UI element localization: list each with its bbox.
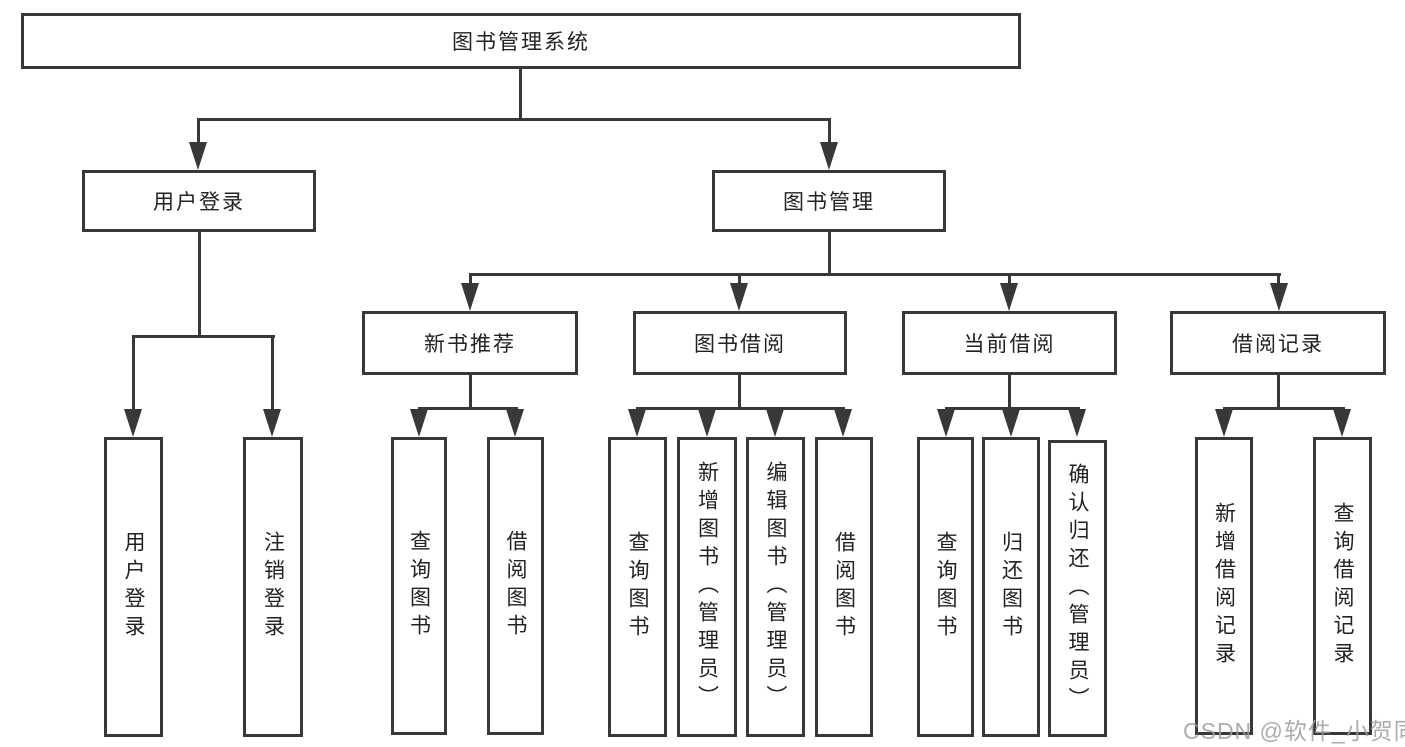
connector-current-borrow-drop [1008,273,1011,287]
arrow-to-leaf-logout [263,409,281,437]
connector-book-management-drop [828,118,831,148]
arrow-to-rec-borrow-books [506,409,524,437]
connector-user-login-rail [132,335,275,338]
node-leaf-br-query-record: 查询借阅记录 [1313,437,1372,735]
node-book-management: 图书管理 [712,170,946,232]
csdn-watermark: CSDN @软件_小贺同学 [1183,718,1405,744]
node-borrow-records: 借阅记录 [1170,311,1386,375]
connector-book-management-stub [828,232,831,276]
connector-borrow-records-drop [1277,273,1280,287]
arrow-to-bb-query-books [628,409,646,437]
connector-leaf-user-login-drop [132,335,135,413]
connector-borrow-records-rail [1223,407,1345,410]
connector-borrow-records-stub [1277,375,1280,410]
connector-leaf-logout-drop [271,335,274,413]
node-leaf-bb-borrow-books: 借阅图书 [815,437,873,737]
node-leaf-rec-borrow-books: 借阅图书 [487,437,544,735]
node-user-login: 用户登录 [82,170,316,232]
arrow-to-br-query-record [1333,409,1351,437]
node-leaf-br-add-record: 新增借阅记录 [1195,437,1253,735]
arrow-to-bb-add-books [698,409,716,437]
node-leaf-rec-query-books: 查询图书 [391,437,447,735]
node-leaf-user-login: 用户登录 [104,437,163,737]
arrow-to-leaf-user-login [124,409,142,437]
arrow-to-borrow-records [1270,283,1288,311]
node-leaf-bb-add-books-admin: 新增图书（管理员） [677,437,737,737]
arrow-to-br-add-record [1215,409,1233,437]
node-library-management-system: 图书管理系统 [21,13,1021,69]
arrow-to-cb-query-books [937,409,955,437]
arrow-to-book-borrow [730,283,748,311]
arrow-to-rec-query-books [410,409,428,437]
node-current-borrow: 当前借阅 [902,311,1117,375]
connector-current-borrow-rail [945,407,1080,410]
arrow-to-cb-confirm-return [1068,409,1086,437]
arrow-to-user-login [189,142,207,170]
connector-new-book-drop [469,273,472,287]
arrow-to-bb-edit-books [766,409,784,437]
connector-user-login-drop [197,118,200,148]
node-new-book-recommend: 新书推荐 [362,311,578,375]
connector-new-book-rail [418,407,518,410]
node-leaf-bb-query-books: 查询图书 [608,437,667,737]
arrow-to-current-borrow [1000,283,1018,311]
connector-level3-rail [469,273,1281,276]
connector-book-borrow-drop [738,273,741,287]
arrow-to-cb-return-books [1002,409,1020,437]
connector-current-borrow-stub [1008,375,1011,410]
node-book-borrow: 图书借阅 [633,311,847,375]
node-leaf-cb-query-books: 查询图书 [917,437,974,737]
connector-book-borrow-rail [636,407,845,410]
arrow-to-new-book-recommend [461,283,479,311]
connector-user-login-stub [198,232,201,337]
connector-level2-rail [197,118,831,121]
connector-book-borrow-stub [738,375,741,410]
node-leaf-cb-confirm-return-admin: 确认归还（管理员） [1048,440,1107,737]
node-leaf-cb-return-books: 归还图书 [982,437,1040,737]
connector-new-book-stub [469,375,472,410]
arrow-to-book-management [820,142,838,170]
node-leaf-bb-edit-books-admin: 编辑图书（管理员） [746,437,805,737]
connector-root-drop [519,69,522,121]
node-leaf-logout: 注销登录 [243,437,303,737]
arrow-to-bb-borrow-books [834,409,852,437]
